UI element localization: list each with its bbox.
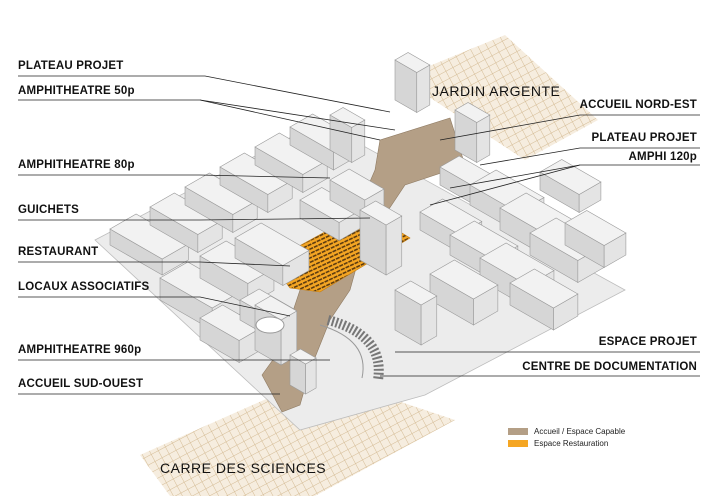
building-block <box>359 200 403 276</box>
building-block <box>539 159 602 214</box>
label-accueil-sud-ouest: ACCUEIL SUD-OUEST <box>18 378 144 390</box>
legend-item-accueil: Accueil / Espace Capable <box>508 427 625 436</box>
label-jardin-argente: JARDIN ARGENTE <box>432 83 561 99</box>
building-block <box>149 192 223 254</box>
building-block <box>509 268 579 331</box>
building-block <box>289 348 317 395</box>
legend-label-accueil: Accueil / Espace Capable <box>534 427 626 436</box>
building-block <box>254 132 328 194</box>
label-amphi-120p: AMPHI 120p <box>628 151 697 163</box>
amphitheatre-960p-arc <box>319 315 384 381</box>
building-block <box>184 172 258 234</box>
building-block <box>299 187 362 242</box>
label-amphitheatre-50p: AMPHITHEATRE 50p <box>18 85 135 97</box>
label-amphitheatre-80p: AMPHITHEATRE 80p <box>18 159 135 171</box>
legend-swatch-accueil <box>508 428 528 435</box>
building-block <box>329 107 366 164</box>
legend-item-restauration: Espace Restauration <box>508 439 608 448</box>
label-plateau-projet-left: PLATEAU PROJET <box>18 60 124 72</box>
label-guichets: GUICHETS <box>18 204 80 216</box>
label-espace-projet: ESPACE PROJET <box>598 336 697 348</box>
label-restaurant: RESTAURANT <box>18 246 99 258</box>
label-amphitheatre-960p: AMPHITHEATRE 960p <box>18 344 142 356</box>
building-block <box>564 210 627 269</box>
legend-swatch-restauration <box>508 440 528 447</box>
building-block <box>454 102 491 164</box>
label-accueil-nord-est: ACCUEIL NORD-EST <box>579 99 697 111</box>
building-block <box>394 280 438 346</box>
courtyard-circle <box>255 316 285 334</box>
label-locaux-associatifs: LOCAUX ASSOCIATIFS <box>18 281 150 293</box>
legend-label-restauration: Espace Restauration <box>534 439 609 448</box>
label-centre-documentation: CENTRE DE DOCUMENTATION <box>522 361 697 373</box>
label-plateau-projet-right: PLATEAU PROJET <box>591 132 697 144</box>
building-block <box>394 52 431 114</box>
jardin-argente-area <box>400 35 598 160</box>
building-block <box>219 152 293 214</box>
leader-lines <box>18 75 700 395</box>
label-carre-des-sciences: CARRE DES SCIENCES <box>160 460 327 476</box>
building-block <box>429 259 499 326</box>
building-blocks <box>109 52 627 395</box>
building-block <box>234 222 310 287</box>
